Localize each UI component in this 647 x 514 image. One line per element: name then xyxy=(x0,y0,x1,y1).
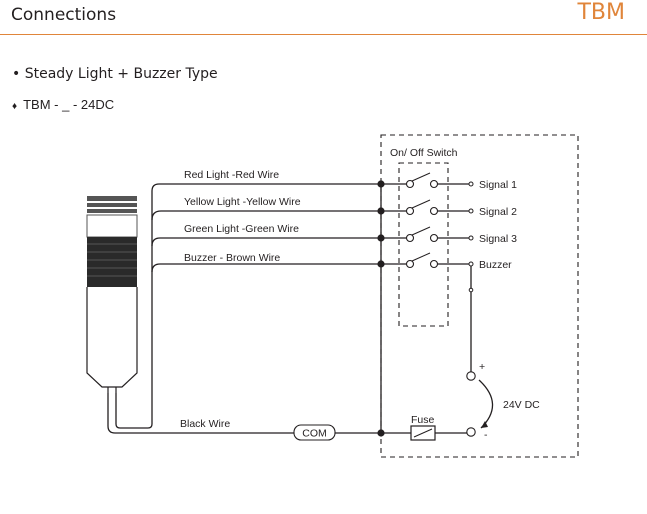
wire-label-yellow: Yellow Light -Yellow Wire xyxy=(184,196,301,208)
header-divider xyxy=(0,34,647,35)
plus-label: + xyxy=(479,361,485,373)
switch-3 xyxy=(381,226,471,243)
plus-terminal xyxy=(466,371,476,381)
switch-enclosure xyxy=(398,162,449,327)
wire-label-red: Red Light -Red Wire xyxy=(184,169,279,181)
output-terminals xyxy=(468,181,474,267)
wire-label-brown: Buzzer - Brown Wire xyxy=(184,252,280,264)
tower-light xyxy=(86,196,138,393)
brown-wire xyxy=(151,263,381,273)
green-wire xyxy=(151,237,381,247)
model-line: ♦ TBM - _ - 24DC xyxy=(12,97,114,112)
red-wire xyxy=(115,183,381,429)
diamond-bullet-icon: ♦ xyxy=(12,101,18,112)
supply-label: 24V DC xyxy=(503,399,540,411)
minus-terminal xyxy=(466,427,476,437)
section-heading: • Steady Light + Buzzer Type xyxy=(12,66,218,82)
com-terminal xyxy=(293,424,336,441)
switch-1 xyxy=(381,172,471,189)
signal-wires xyxy=(107,183,381,434)
test-point xyxy=(468,287,474,293)
brand-label: TBM xyxy=(577,0,625,25)
signal-label-buzzer: Buzzer xyxy=(479,259,512,271)
black-wire-label: Black Wire xyxy=(180,418,230,430)
model-text: TBM - _ - 24DC xyxy=(23,97,115,112)
switch-label: On/ Off Switch xyxy=(390,147,458,159)
signal-label-2: Signal 2 xyxy=(479,206,517,218)
signal-label-1: Signal 1 xyxy=(479,179,517,191)
page-title: Connections xyxy=(11,5,117,25)
minus-label: - xyxy=(484,429,488,441)
switch-4 xyxy=(381,252,471,269)
fuse-label: Fuse xyxy=(411,414,435,426)
wire-label-green: Green Light -Green Wire xyxy=(184,223,299,235)
signal-label-3: Signal 3 xyxy=(479,233,517,245)
com-label: COM xyxy=(302,428,327,440)
switch-2 xyxy=(381,199,471,216)
supply-arrow-icon xyxy=(481,421,488,428)
black-wire xyxy=(107,393,294,434)
supply-arc xyxy=(478,379,494,429)
yellow-wire xyxy=(151,210,381,221)
